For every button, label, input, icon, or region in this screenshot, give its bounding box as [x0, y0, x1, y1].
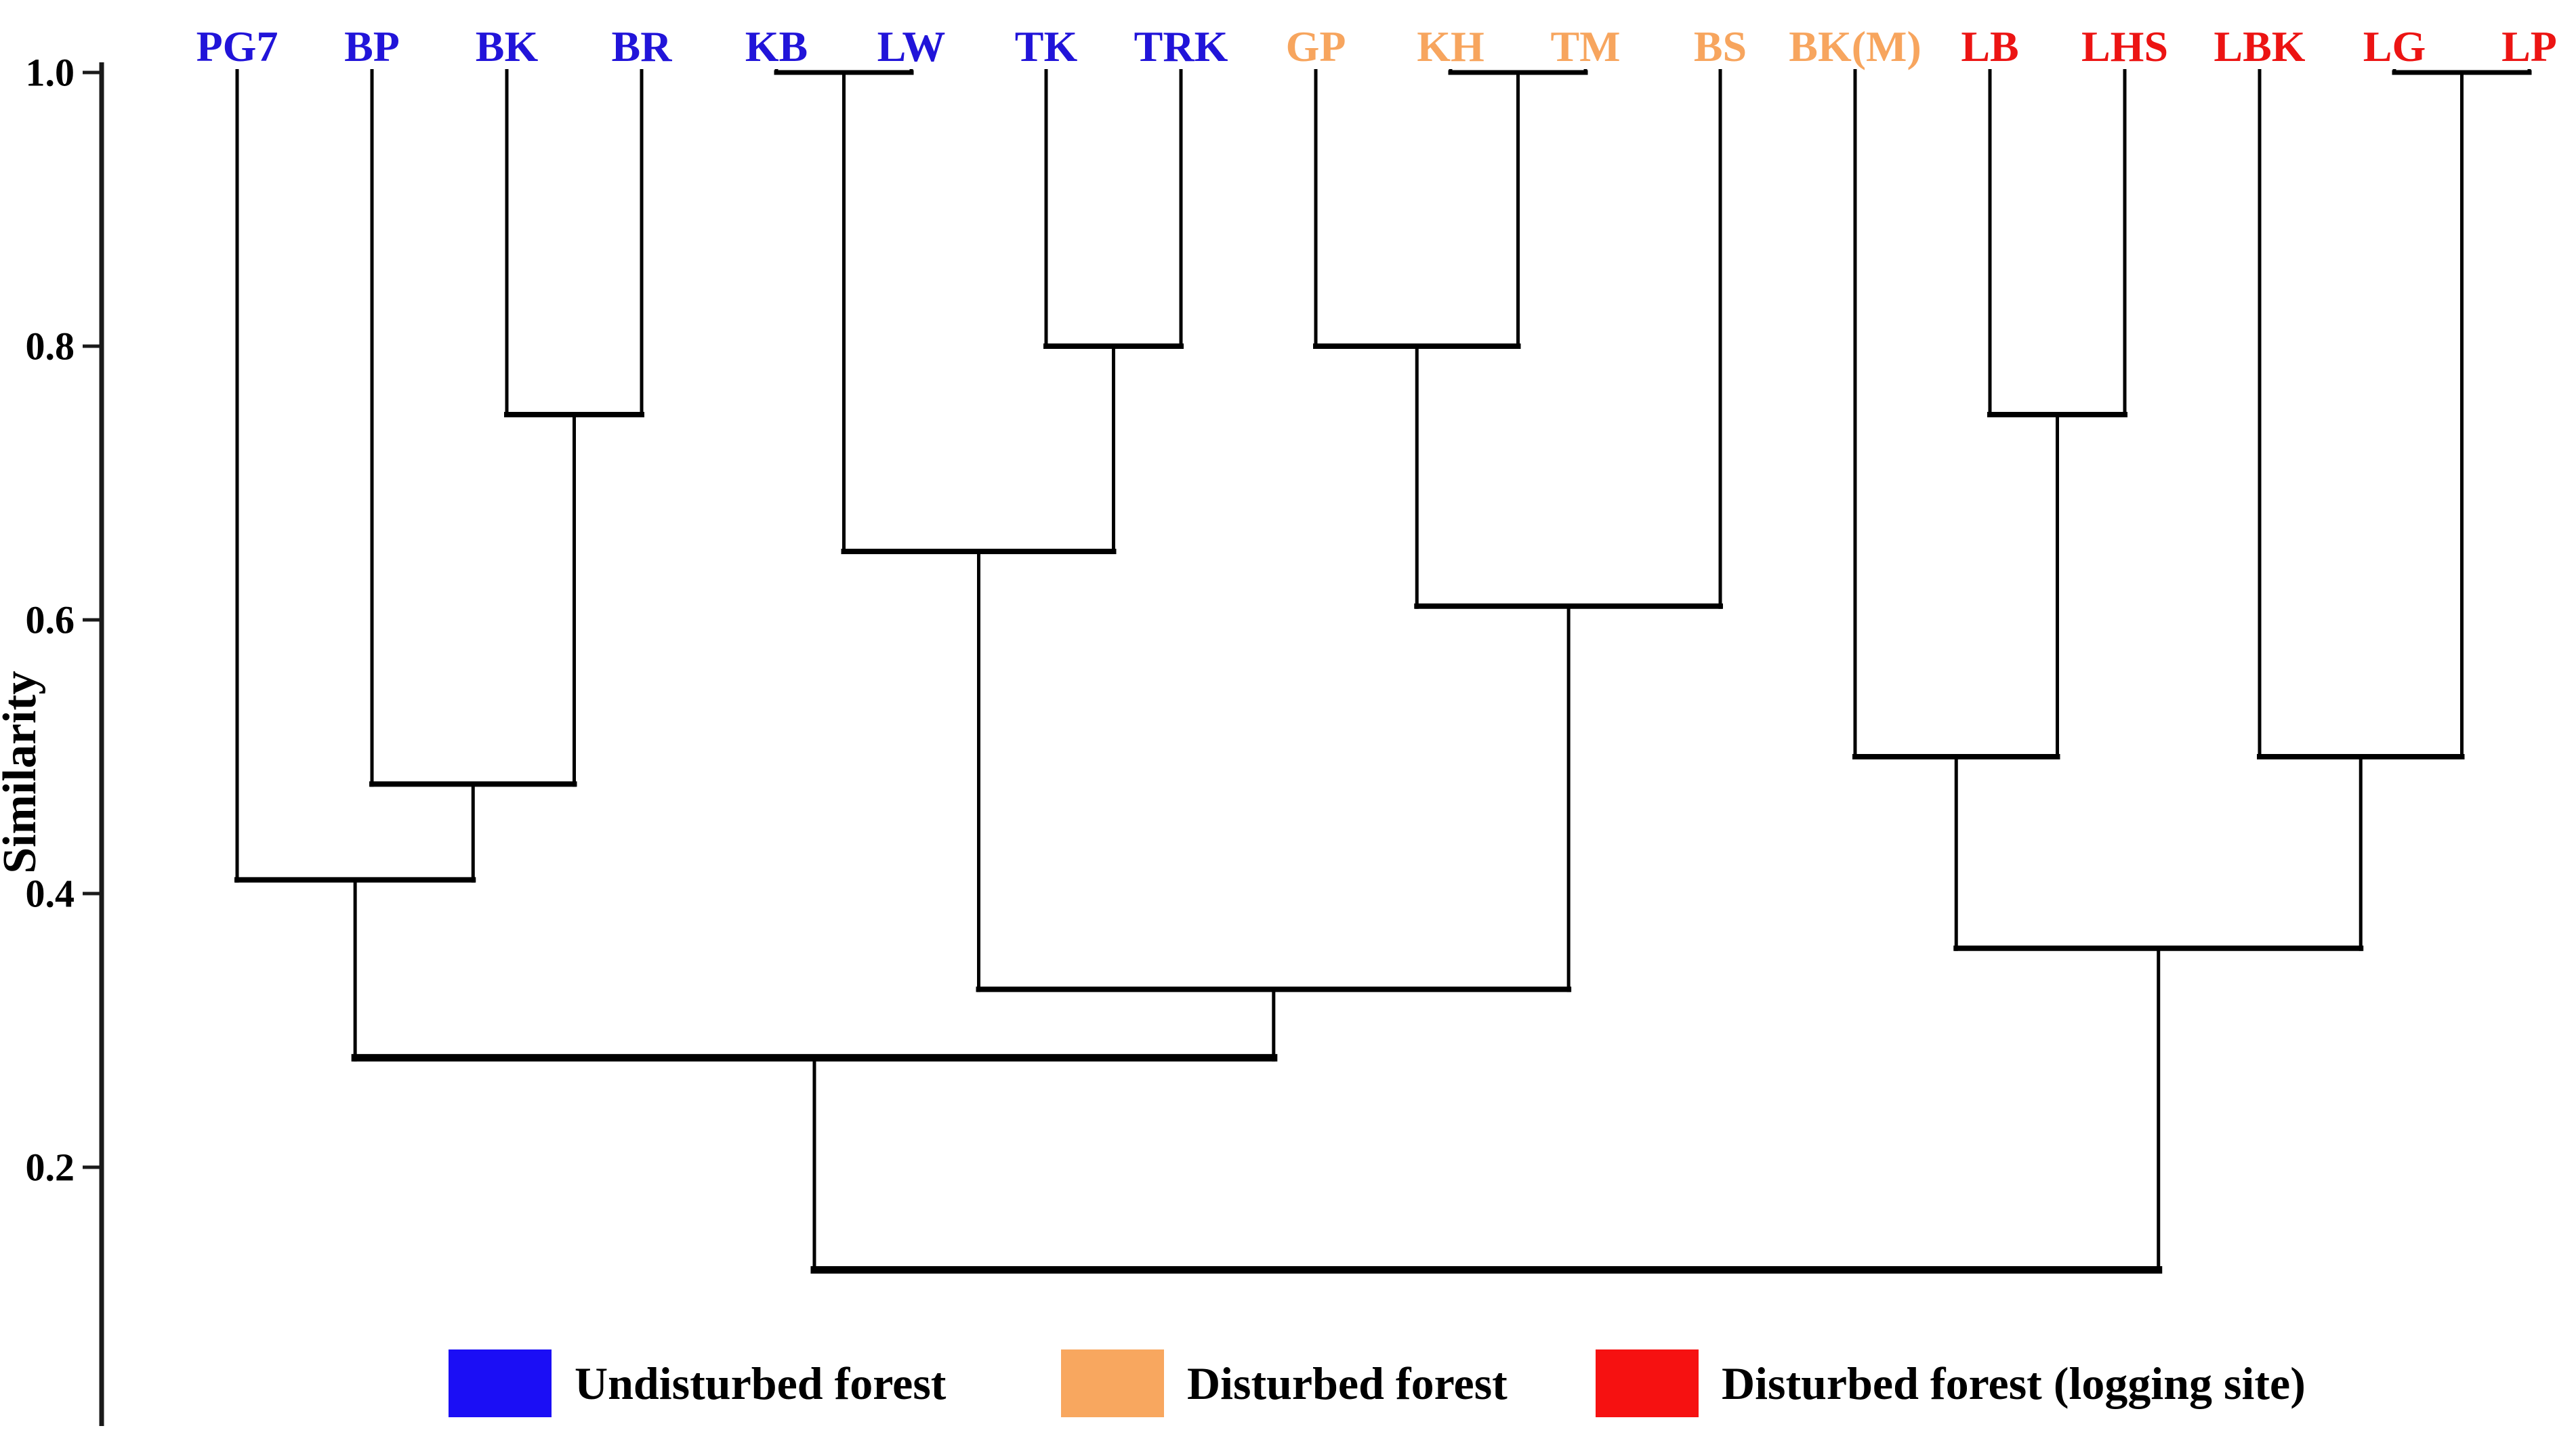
leaf-label-BR: BR [612, 22, 673, 70]
leaf-label-PG7: PG7 [196, 22, 278, 70]
y-axis-title: Similarity [0, 671, 46, 873]
y-tick-label-0.8: 0.8 [26, 324, 75, 369]
leaf-label-KB: KB [745, 22, 808, 70]
leaf-label-BK(M): BK(M) [1789, 22, 1921, 70]
y-tick-label-0.6: 0.6 [26, 598, 75, 642]
leaf-label-TRK: TRK [1134, 22, 1228, 70]
leaf-label-LB: LB [1961, 22, 2018, 70]
leaf-label-LBK: LBK [2214, 22, 2305, 70]
y-tick-label-0.2: 0.2 [26, 1146, 75, 1190]
leaf-label-BP: BP [344, 22, 400, 70]
leaf-label-LP: LP [2501, 22, 2557, 70]
y-tick-label-1.0: 1.0 [26, 51, 75, 95]
leaf-label-KH: KH [1417, 22, 1484, 70]
leaf-label-LG: LG [2363, 22, 2426, 70]
leaf-label-BK: BK [476, 22, 539, 70]
leaf-label-BS: BS [1694, 22, 1747, 70]
leaf-label-LHS: LHS [2081, 22, 2168, 70]
leaf-label-GP: GP [1286, 22, 1346, 70]
leaf-label-LW: LW [877, 22, 946, 70]
y-tick-label-0.4: 0.4 [26, 872, 75, 916]
leaf-label-TK: TK [1015, 22, 1078, 70]
leaf-label-TM: TM [1550, 22, 1620, 70]
